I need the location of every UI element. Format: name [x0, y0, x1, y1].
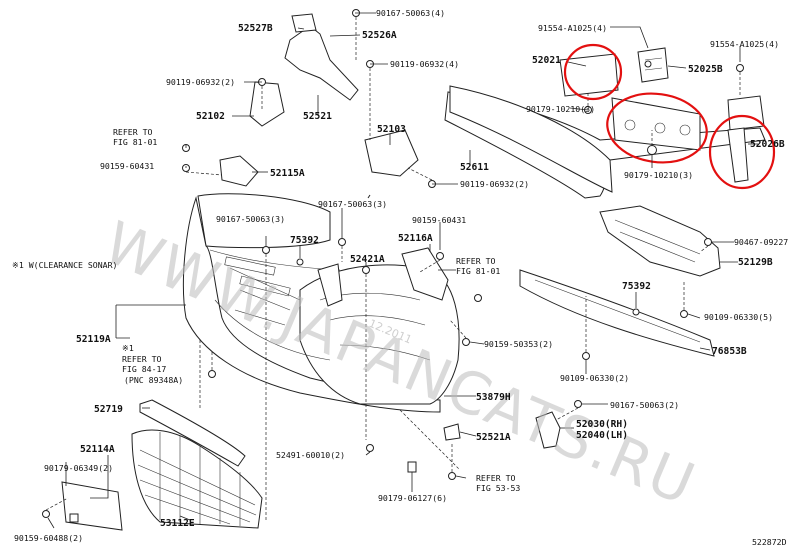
label-90159-60431-a: 90159-60431: [100, 161, 154, 171]
label-90109-06330-2: 90109-06330(2): [560, 373, 629, 383]
energy-absorber-drawing: [449, 85, 613, 193]
label-fig-81-01-a: FIG 81-01: [113, 137, 157, 147]
label-52527b: 52527B: [238, 23, 273, 34]
red-circle-52021: [563, 43, 623, 101]
label-52526a: 52526A: [362, 30, 397, 41]
label-52103: 52103: [377, 124, 406, 135]
label-mark-note: ※1: [122, 343, 134, 353]
label-52030-rh: 52030(RH): [576, 419, 628, 430]
label-75392-b: 75392: [622, 281, 651, 292]
label-90167-50063-3a: 90167-50063(3): [216, 214, 285, 224]
grille-drawing: [61, 194, 371, 531]
label-53879h: 53879H: [476, 392, 511, 403]
label-52026b: 52026B: [750, 139, 785, 150]
red-circle-52026b: [708, 114, 776, 190]
label-52116a: 52116A: [398, 233, 433, 244]
side-bracket-drawing: [401, 247, 449, 301]
fasteners-drawing: [42, 9, 744, 523]
label-90119-06932-2b: 90119-06932(2): [460, 179, 529, 189]
label-76853b: 76853B: [712, 346, 747, 357]
label-90179-10210-b: 90179-10210(3): [624, 170, 693, 180]
label-90167-50063-4: 90167-50063(4): [376, 8, 445, 18]
part-labels: 90167-50063(4) 52527B 52526A 90119-06932…: [12, 8, 788, 547]
label-90109-06330-5: 90109-06330(5): [704, 312, 773, 322]
label-52421a: 52421A: [350, 254, 385, 265]
label-52521a: 52521A: [476, 432, 511, 443]
label-fig-81-01-b: FIG 81-01: [456, 266, 500, 276]
label-90179-06349-2: 90179-06349(2): [44, 463, 113, 473]
label-90119-06932-4: 90119-06932(4): [390, 59, 459, 69]
label-52102: 52102: [196, 111, 225, 122]
assembly-dashed-lines: [45, 17, 741, 520]
label-91554-a1025-b: 91554-A1025(4): [710, 39, 779, 49]
label-90159-50353-2: 90159-50353(2): [484, 339, 553, 349]
fog-lamp-bracket-drawing: [443, 411, 561, 449]
label-52119a: 52119A: [76, 334, 111, 345]
label-52719: 52719: [94, 404, 123, 415]
bumper-cover-drawing: [182, 193, 460, 413]
upper-bracket-drawing: [219, 13, 419, 187]
label-90179-10210-a: 90179-10210(3): [526, 104, 595, 114]
label-52611: 52611: [460, 162, 489, 173]
label-90167-50063-3b: 90167-50063(3): [318, 199, 387, 209]
label-refer-to-84-17: REFER TO: [122, 354, 162, 364]
label-52021: 52021: [532, 55, 561, 66]
label-90467-09227: 90467-09227: [734, 237, 788, 247]
label-91554-a1025-a: 91554-A1025(4): [538, 23, 607, 33]
label-refer-to-a: REFER TO: [113, 127, 153, 137]
label-52025b: 52025B: [688, 64, 723, 75]
label-90119-06932-2: 90119-06932(2): [166, 77, 235, 87]
label-clearance-sonar-note: ※1 W(CLEARANCE SONAR): [12, 260, 117, 270]
label-refer-to-53-53: REFER TO: [476, 473, 516, 483]
label-90167-50063-2: 90167-50063(2): [610, 400, 679, 410]
label-fig-53-53: FIG 53-53: [476, 483, 520, 493]
label-90179-06127-6: 90179-06127(6): [378, 493, 447, 503]
lower-cover-drawing: [519, 205, 721, 357]
diagram-code: 522872D: [752, 537, 787, 547]
label-refer-to-b: REFER TO: [456, 256, 496, 266]
label-fig-84-17: FIG 84-17: [122, 364, 166, 374]
label-90159-60488-2: 90159-60488(2): [14, 533, 83, 543]
label-52521: 52521: [303, 111, 332, 122]
label-75392-a: 75392: [290, 235, 319, 246]
label-52491-60010-2: 52491-60010(2): [276, 450, 345, 460]
label-53112e: 53112E: [160, 518, 195, 529]
leader-lines: [47, 12, 758, 529]
label-pnc-89348a: (PNC 89348A): [124, 375, 183, 385]
label-52129b: 52129B: [738, 257, 773, 268]
label-52040-lh: 52040(LH): [576, 430, 628, 441]
label-52114a: 52114A: [80, 444, 115, 455]
label-52115a: 52115A: [270, 168, 305, 179]
label-90159-60431-b: 90159-60431: [412, 215, 466, 225]
